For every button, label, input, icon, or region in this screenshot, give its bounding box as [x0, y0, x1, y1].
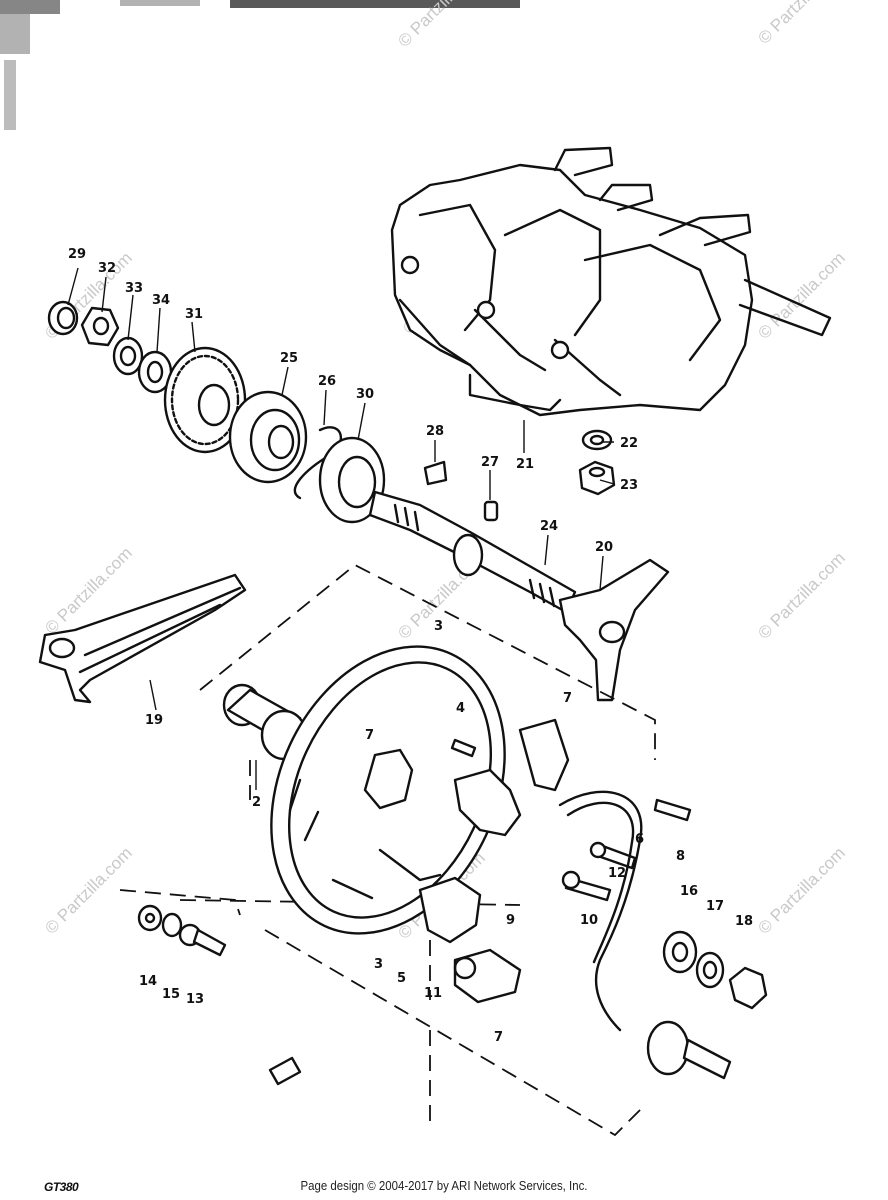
callout-7: 7	[494, 1030, 503, 1045]
callout-31: 31	[185, 307, 203, 322]
callout-9: 9	[506, 913, 515, 928]
washer-17	[695, 951, 725, 989]
callout-27: 27	[481, 455, 499, 470]
nut-18	[728, 966, 768, 1010]
callout-7: 7	[365, 728, 374, 743]
callout-10: 10	[580, 913, 598, 928]
coil-nut	[578, 460, 616, 496]
callout-12: 12	[608, 866, 626, 881]
watermark: © Partzilla.com	[754, 0, 848, 48]
key-28	[423, 460, 448, 486]
bearing-25	[228, 390, 308, 484]
ignition-coil-assembly	[390, 146, 832, 417]
advancer-shaft-24	[368, 490, 577, 614]
callout-30: 30	[356, 387, 374, 402]
grommet	[646, 1020, 732, 1080]
collar-29	[47, 300, 79, 336]
callout-29: 29	[68, 247, 86, 262]
callout-3: 3	[434, 619, 443, 634]
condenser-7a	[518, 718, 570, 792]
callout-21: 21	[516, 457, 534, 472]
callout-28: 28	[426, 424, 444, 439]
callout-22: 22	[620, 436, 638, 451]
callout-8: 8	[676, 849, 685, 864]
assembly-boundary	[119, 563, 656, 1137]
callout-20: 20	[595, 540, 613, 555]
lead-wire-6	[558, 790, 643, 1032]
callout-26: 26	[318, 374, 336, 389]
callout-6: 6	[635, 832, 644, 847]
contact-point-set	[363, 748, 522, 944]
callout-15: 15	[162, 987, 180, 1002]
watermark: © Partzilla.com	[754, 843, 848, 937]
condenser-7c	[453, 948, 522, 1004]
leader-lines	[67, 267, 615, 790]
callout-25: 25	[280, 351, 298, 366]
callout-labels: 29 32 33 34 31 25 26 30 28 27 24 20 21 2…	[68, 247, 753, 1045]
nut-32	[80, 306, 120, 347]
coil-washer	[581, 429, 613, 451]
callout-32: 32	[98, 261, 116, 276]
oil-seal-30	[318, 436, 386, 524]
callout-7: 7	[563, 691, 572, 706]
callout-34: 34	[152, 293, 170, 308]
washer-16	[662, 930, 698, 974]
copyright-footer: Page design © 2004-2017 by ARI Network S…	[300, 1178, 588, 1193]
callout-16: 16	[680, 884, 698, 899]
callout-24: 24	[540, 519, 558, 534]
bracket-19	[38, 573, 247, 704]
callout-14: 14	[139, 974, 157, 989]
callout-4: 4	[456, 701, 465, 716]
callout-23: 23	[620, 478, 638, 493]
screws	[450, 738, 692, 902]
scan-badge	[268, 1056, 302, 1086]
callout-2: 2	[252, 795, 261, 810]
scan-noise	[0, 0, 520, 130]
callout-11: 11	[424, 986, 442, 1001]
callout-17: 17	[706, 899, 724, 914]
pin-27	[483, 500, 499, 522]
callout-19: 19	[145, 713, 163, 728]
watermark: © Partzilla.com	[754, 548, 848, 642]
callout-18: 18	[735, 914, 753, 929]
washer-14	[137, 904, 163, 932]
washer-33	[112, 336, 144, 376]
callout-5: 5	[397, 971, 406, 986]
lockwasher-15	[161, 912, 183, 938]
cam-plate-20	[558, 558, 670, 702]
callout-33: 33	[125, 281, 143, 296]
screw-13	[178, 923, 227, 957]
callout-13: 13	[186, 992, 204, 1007]
model-code: GT380	[44, 1180, 79, 1194]
callout-3: 3	[374, 957, 383, 972]
